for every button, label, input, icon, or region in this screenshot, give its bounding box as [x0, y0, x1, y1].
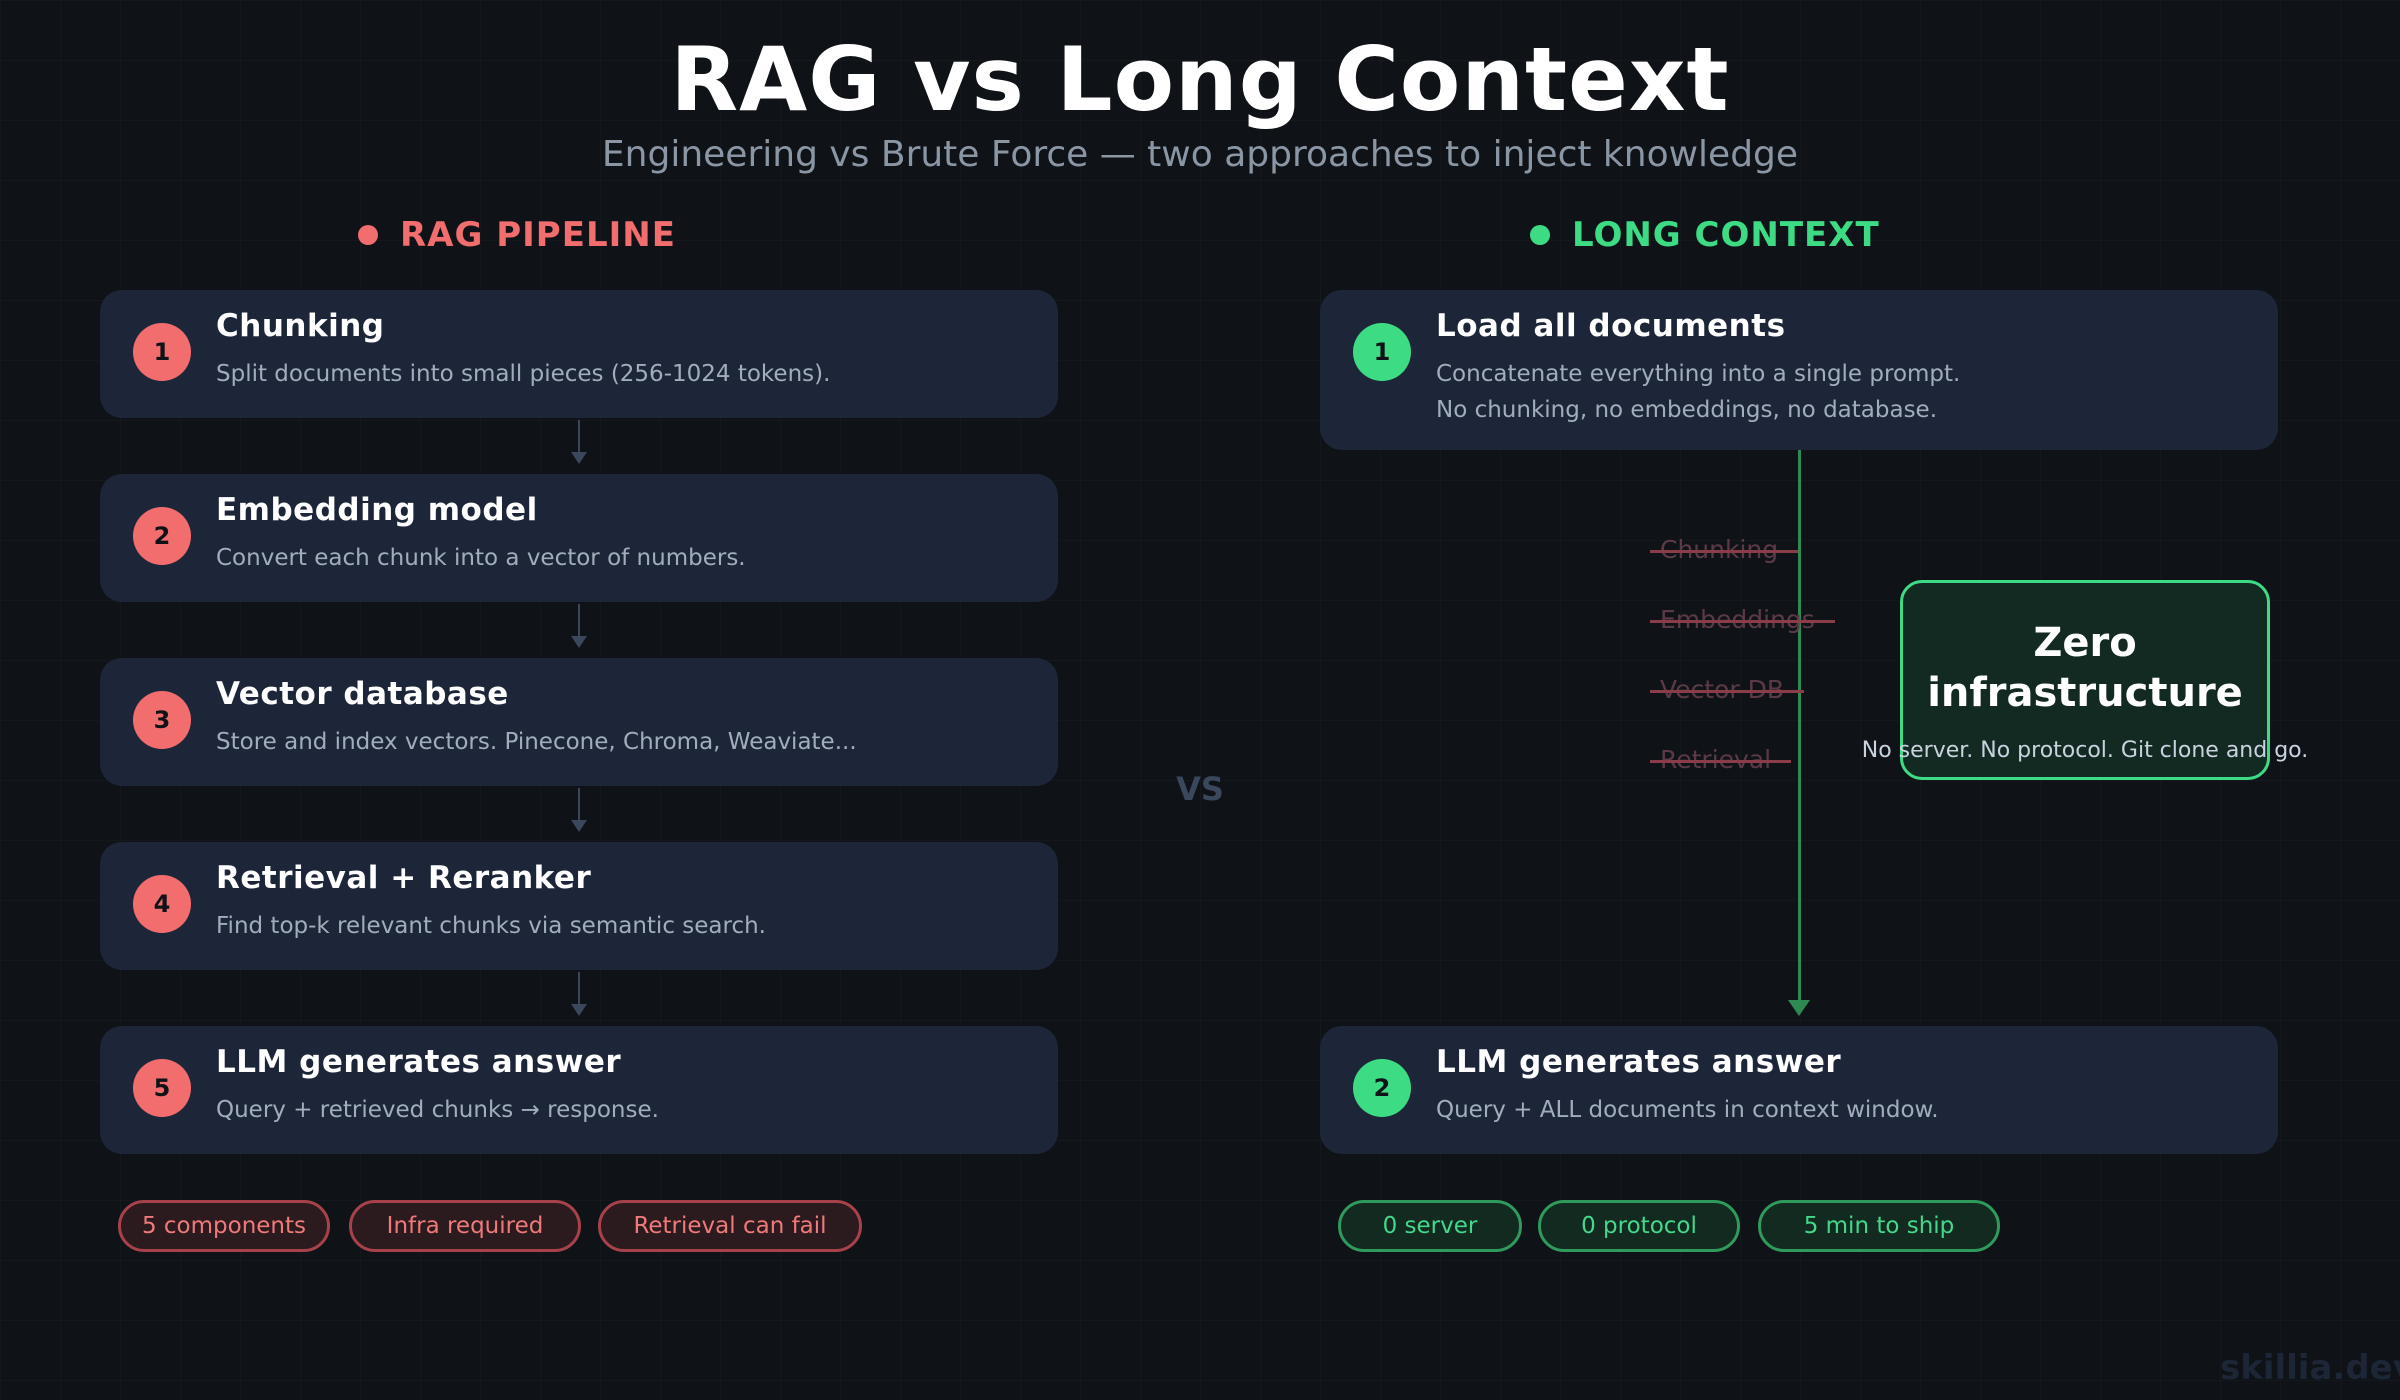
arrow-down-icon — [571, 420, 587, 464]
step-description: Split documents into small pieces (256-1… — [216, 361, 831, 387]
rag-pill-retrieval-fail: Retrieval can fail — [598, 1200, 862, 1252]
step-description: Query + ALL documents in context window. — [1436, 1097, 1939, 1123]
step-title: Embedding model — [216, 492, 538, 528]
strikethrough-line — [1650, 759, 1792, 763]
step-number-badge: 5 — [133, 1059, 191, 1117]
struck-item-retrieval: Retrieval — [1650, 745, 1792, 774]
long-context-pill-server: 0 server — [1338, 1200, 1522, 1252]
callout-title-line: Zero — [2033, 620, 2137, 666]
arrow-down-icon — [571, 604, 587, 648]
rag-step-embedding: 2 Embedding model Convert each chunk int… — [100, 474, 1058, 602]
rag-step-chunking: 1 Chunking Split documents into small pi… — [100, 290, 1058, 418]
struck-item-embeddings: Embeddings — [1650, 605, 1835, 634]
page-subtitle: Engineering vs Brute Force — two approac… — [601, 134, 1799, 175]
step-number-badge: 4 — [133, 875, 191, 933]
step-title: LLM generates answer — [1436, 1044, 1842, 1080]
step-number-badge: 2 — [133, 507, 191, 565]
callout-title: Zero infrastructure — [1900, 618, 2270, 718]
step-number-badge: 3 — [133, 691, 191, 749]
long-context-step-load: 1 Load all documents Concatenate everyth… — [1320, 290, 2278, 450]
long-context-pill-ship: 5 min to ship — [1758, 1200, 2000, 1252]
step-title: Load all documents — [1436, 308, 1786, 344]
rag-step-llm: 5 LLM generates answer Query + retrieved… — [100, 1026, 1058, 1154]
step-description: Concatenate everything into a single pro… — [1436, 356, 1960, 428]
arrow-down-icon — [571, 972, 587, 1016]
zero-infrastructure-callout — [1900, 580, 2270, 780]
rag-pipeline-heading: RAG PIPELINE — [358, 215, 676, 255]
strikethrough-line — [1650, 619, 1835, 623]
struck-item-vector-db: Vector DB — [1650, 675, 1805, 704]
step-description-line: Concatenate everything into a single pro… — [1436, 361, 1961, 387]
step-description: Find top-k relevant chunks via semantic … — [216, 913, 766, 939]
step-description: Query + retrieved chunks → response. — [216, 1097, 659, 1123]
callout-title-line: infrastructure — [1927, 670, 2243, 716]
long-context-pill-protocol: 0 protocol — [1538, 1200, 1740, 1252]
step-number-badge: 1 — [1353, 323, 1411, 381]
callout-description: No server. No protocol. Git clone and go… — [1861, 738, 2309, 763]
rag-dot-icon — [358, 225, 378, 245]
rag-heading-label: RAG PIPELINE — [400, 215, 676, 255]
step-number-badge: 1 — [133, 323, 191, 381]
strikethrough-line — [1650, 549, 1799, 553]
long-context-heading: LONG CONTEXT — [1530, 215, 1880, 255]
rag-pill-infra: Infra required — [349, 1200, 581, 1252]
step-description: Convert each chunk into a vector of numb… — [216, 545, 746, 571]
step-title: Chunking — [216, 308, 385, 344]
strikethrough-line — [1650, 689, 1805, 693]
struck-item-chunking: Chunking — [1650, 535, 1799, 564]
step-title: Vector database — [216, 676, 509, 712]
rag-pill-components: 5 components — [118, 1200, 330, 1252]
step-number-badge: 2 — [1353, 1059, 1411, 1117]
step-description-line: No chunking, no embeddings, no database. — [1436, 397, 1938, 423]
step-title: Retrieval + Reranker — [216, 860, 592, 896]
arrow-down-icon — [571, 788, 587, 832]
long-context-dot-icon — [1530, 225, 1550, 245]
long-context-heading-label: LONG CONTEXT — [1572, 215, 1880, 255]
rag-step-vector-db: 3 Vector database Store and index vector… — [100, 658, 1058, 786]
flow-arrow-icon — [1788, 450, 1810, 1016]
step-title: LLM generates answer — [216, 1044, 622, 1080]
watermark: skillia.dev — [2220, 1348, 2400, 1388]
vs-label: VS — [1176, 770, 1224, 808]
page-title: RAG vs Long Context — [670, 28, 1730, 131]
long-context-step-llm: 2 LLM generates answer Query + ALL docum… — [1320, 1026, 2278, 1154]
step-description: Store and index vectors. Pinecone, Chrom… — [216, 729, 857, 755]
rag-step-retrieval: 4 Retrieval + Reranker Find top-k releva… — [100, 842, 1058, 970]
